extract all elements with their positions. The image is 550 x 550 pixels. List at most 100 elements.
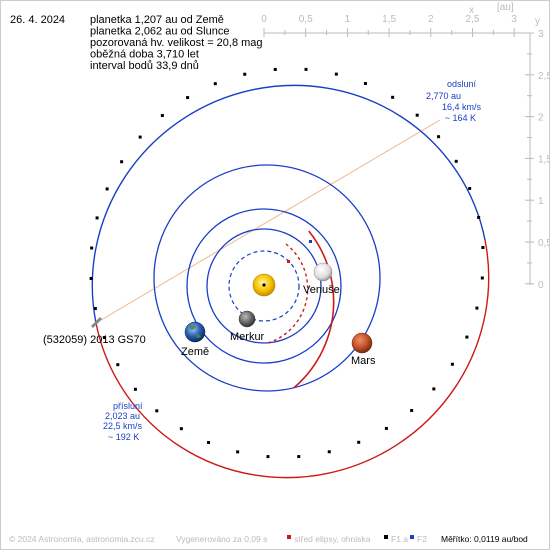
info-line-1: planetka 2,062 au od Slunce (90, 26, 229, 38)
perihelion-label: přísluní (113, 401, 143, 411)
mars-orbit (153, 164, 381, 392)
f1-legend-marker (384, 535, 388, 539)
asteroid-interval-point (363, 82, 367, 86)
asteroid-interval-point (133, 387, 137, 391)
earth-label: Země (181, 346, 209, 358)
copyright-text: © 2024 Astronomia, astronomia.zcu.cz (9, 534, 155, 544)
info-line-4: interval bodů 33,9 dnů (90, 60, 199, 72)
scale-label: Měřítko: 0,0119 au/bod (441, 534, 528, 544)
asteroid-interval-point (93, 307, 97, 311)
asteroid-interval-point (480, 276, 484, 280)
asteroid-interval-point (186, 96, 190, 100)
asteroid-marker (90, 316, 103, 329)
asteroid-orbit-red (95, 239, 490, 479)
perihelion-annotation: přísluní 2,023 au 22,5 km/s ~ 192 K (103, 401, 143, 442)
perihelion-speed: 22,5 km/s (103, 421, 143, 431)
x-tick-label: 1 (345, 14, 351, 25)
x-tick-label: 3 (511, 14, 517, 25)
x-tick-label: 0 (261, 14, 267, 25)
asteroid-interval-point (465, 335, 469, 339)
asteroid-interval-point (90, 246, 94, 250)
f1-legend-label: F1 a (391, 534, 408, 544)
center-legend-marker (287, 535, 291, 539)
y-tick-label: 3 (538, 29, 544, 40)
x-tick-label: 2,5 (466, 14, 480, 25)
generation-time: Vygenerováno za 0,09 s (176, 534, 267, 544)
aphelion-distance: 2,770 au (426, 91, 461, 101)
ellipse-center-marker (287, 260, 290, 263)
asteroid-interval-point (95, 216, 99, 220)
info-line-0: planetka 1,207 au od Země (90, 14, 224, 26)
asteroid-interval-point (102, 336, 106, 340)
asteroid-label: (532059) 2013 GS70 (43, 334, 146, 346)
aphelion-speed: 16,4 km/s (442, 102, 482, 112)
aphelion-label: odsluní (447, 79, 477, 89)
asteroid-interval-point (334, 72, 338, 76)
asteroid-interval-point (384, 426, 388, 430)
x-tick-label: 2 (428, 14, 434, 25)
asteroid-interval-point (105, 187, 109, 191)
asteroid-interval-point (297, 455, 301, 459)
asteroid-interval-point (243, 72, 247, 76)
y-tick-label: 1 (538, 196, 544, 207)
y-tick-label: 2,5 (538, 71, 550, 82)
mercury-label: Merkur (230, 331, 265, 343)
asteroid-interval-point (155, 409, 159, 413)
y-tick-label: 0,5 (538, 238, 550, 249)
venus-orbit (206, 228, 322, 344)
asteroid-interval-point (207, 440, 211, 444)
mercury-icon (238, 310, 256, 328)
asteroid-interval-point (454, 159, 458, 163)
asteroid-interval-point (432, 387, 436, 391)
asteroid-interval-point (415, 113, 419, 117)
focus-f2-marker (309, 240, 312, 243)
apsis-line (95, 119, 441, 324)
center-legend-label: střed elipsy, ohniska (294, 534, 371, 544)
venus-label: Venuše (303, 284, 340, 296)
perihelion-temperature: ~ 192 K (108, 432, 139, 442)
asteroid-interval-point (437, 135, 441, 139)
y-axis-name: y (535, 16, 540, 27)
f2-legend-marker (410, 535, 414, 539)
asteroid-orbit-blue (91, 84, 486, 324)
aphelion-annotation: odsluní 2,770 au 16,4 km/s ~ 164 K (426, 79, 482, 123)
x-tick-label: 1,5 (382, 14, 396, 25)
asteroid-interval-point (120, 160, 124, 164)
asteroid-interval-point (89, 276, 93, 280)
x-tick-label: 0,5 (299, 14, 313, 25)
asteroid-interval-point (236, 450, 240, 454)
asteroid-interval-point (391, 95, 395, 99)
y-tick-label: 0 (538, 280, 544, 291)
mars-label: Mars (351, 355, 376, 367)
perihelion-distance: 2,023 au (105, 411, 140, 421)
asteroid-interval-point (179, 427, 183, 431)
asteroid-interval-point (450, 362, 454, 366)
info-line-2: pozorovaná hv. velikost = 20,8 mag (90, 37, 263, 49)
mercury-orbit (228, 250, 300, 322)
asteroid-interval-point (357, 440, 361, 444)
asteroid-interval-point (213, 82, 217, 86)
earth-orbit (186, 208, 342, 364)
asteroid-interval-point (468, 186, 472, 190)
asteroid-interval-point (475, 306, 479, 310)
f2-legend-label: F2 (417, 534, 427, 544)
asteroid-interval-point (410, 408, 414, 412)
mars-icon (351, 332, 373, 354)
mars-orbit-highlight (293, 230, 335, 389)
asteroid-interval-point (304, 67, 308, 71)
venus-icon (313, 262, 333, 282)
info-line-3: oběžná doba 3,710 let (90, 49, 199, 61)
inner-orbit-highlight (267, 243, 309, 344)
sun-center-dot (262, 283, 266, 287)
asteroid-interval-point (327, 450, 331, 454)
asteroid-orbit (89, 67, 490, 479)
asteroid-interval-point (273, 67, 277, 71)
axis-unit-label: [au] (497, 2, 514, 13)
aphelion-temperature: ~ 164 K (445, 113, 476, 123)
y-tick-label: 2 (538, 113, 544, 124)
date-label: 26. 4. 2024 (10, 14, 65, 26)
